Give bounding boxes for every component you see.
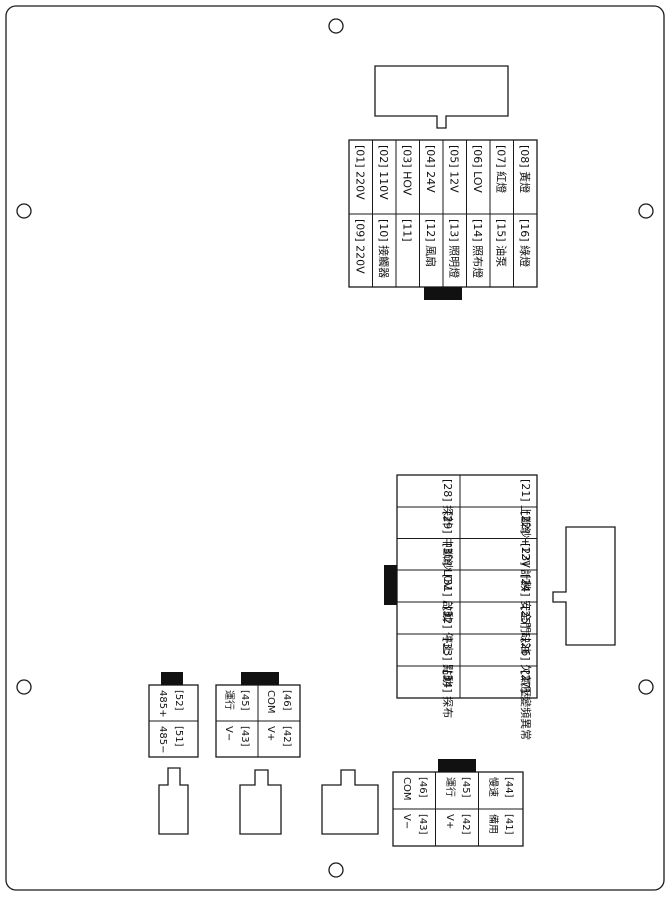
mounting-hole-left-lower [16, 679, 32, 695]
terminal-42b-name: V+ [444, 814, 455, 829]
terminal-03-label: [03] HOV [401, 145, 414, 196]
terminal-46-name: COM [265, 690, 276, 713]
connector-485-key-tab [161, 672, 183, 685]
terminal-31-label: [31] 啟動 [441, 574, 455, 622]
terminal-46b-num: [46] [417, 777, 428, 798]
socket-small-1 [158, 767, 189, 835]
connector-46-key-tab [241, 672, 279, 685]
terminal-45b-num: [45] [460, 777, 471, 798]
terminal-43b-name: V− [401, 814, 412, 829]
terminal-10-label: [10] 接觸器 [377, 219, 391, 278]
terminal-45-num: [45] [239, 690, 250, 711]
mounting-hole-right-lower [638, 679, 654, 695]
mounting-hole-left-upper [16, 203, 32, 219]
connector-44: [44] 慢速 [45] 運行 [46] COM [41] 備用 [42] V+… [392, 759, 524, 847]
terminal-45-name: 運行 [223, 690, 236, 710]
terminal-15-label: [15] 油泵 [495, 219, 509, 267]
terminal-44-name: 慢速 [487, 777, 499, 797]
terminal-44-num: [44] [503, 777, 514, 798]
connector-46: [46] COM [45] 運行 [42] V+ [43] V− [215, 672, 301, 758]
terminal-42-name: V+ [265, 726, 276, 741]
terminal-01-label: [01] 220V [354, 145, 367, 200]
connector-485: [52] 485+ [51] 485− [148, 672, 199, 758]
terminal-22-label: [22] +12V [519, 511, 532, 568]
mounting-hole-bottom [328, 862, 344, 878]
block-b-key-tab [384, 565, 397, 605]
top-socket-outline [374, 65, 509, 129]
terminal-51-name: 485− [157, 726, 168, 753]
right-socket-outline [552, 526, 616, 646]
terminal-04-label: [04] 24V [424, 145, 437, 193]
block-a-key-tab [424, 287, 462, 300]
terminal-42-num: [42] [281, 726, 292, 747]
terminal-11-label: [11] [401, 219, 414, 242]
terminal-08-label: [08] 黃燈 [518, 145, 532, 193]
terminal-52-name: 485+ [157, 690, 168, 717]
terminal-34-label: [34] 探布 [441, 670, 454, 718]
mounting-hole-right-upper [638, 203, 654, 219]
terminal-16-label: [16] 綠燈 [518, 219, 532, 267]
terminal-43b-num: [43] [417, 814, 428, 835]
terminal-25-label: [25] 缺油 [519, 606, 533, 654]
terminal-33-label: [33] 點動 [441, 638, 455, 686]
board-outline [5, 5, 665, 891]
terminal-46-num: [46] [281, 690, 292, 711]
terminal-12-label: [12] 風扇 [424, 219, 438, 267]
terminal-06-label: [06] LOV [471, 145, 484, 193]
terminal-29-label: [29] 中斷紗 [441, 511, 454, 570]
terminal-27-label: [27] 變頻異常 [519, 670, 533, 740]
socket-small-2 [239, 769, 282, 835]
terminal-05-label: [05] 12V [448, 145, 461, 193]
terminal-41-name: 備用 [487, 814, 500, 834]
terminal-45b-name: 運行 [444, 777, 457, 797]
terminal-46b-name: COM [401, 777, 412, 800]
terminal-07-label: [07] 紅燈 [495, 145, 509, 193]
mounting-hole-top [328, 18, 344, 34]
terminal-26-label: [26] 欠氣壓 [519, 638, 533, 697]
terminal-block-b: [21] 上斷紗 [22] +12V [23] 計數 [24] 安全門 [25]… [384, 474, 538, 740]
terminal-28-label: [28] 探針 [441, 479, 455, 527]
terminal-41-num: [41] [503, 814, 514, 835]
terminal-42b-num: [42] [460, 814, 471, 835]
socket-small-3 [321, 769, 379, 835]
terminal-43-num: [43] [239, 726, 250, 747]
terminal-02-label: [02] 110V [377, 145, 390, 200]
terminal-block-a: [08] 黃燈 [07] 紅燈 [06] LOV [05] 12V [04] 2… [348, 139, 538, 300]
terminal-43-name: V− [223, 726, 234, 741]
terminal-24-label: [24] 安全門 [519, 574, 533, 633]
terminal-52-num: [52] [173, 690, 184, 711]
connector-44-key-tab [438, 759, 476, 772]
terminal-13-label: [13] 照明燈 [448, 219, 462, 278]
terminal-51-num: [51] [173, 726, 184, 747]
terminal-23-label: [23] 計數 [519, 543, 533, 591]
terminal-21-label: [21] 上斷紗 [519, 479, 532, 538]
terminal-09-label: [09] 220V [354, 219, 367, 274]
terminal-14-label: [14] 照布燈 [471, 219, 485, 278]
terminal-30-label: [30] L0V [441, 543, 454, 590]
terminal-32-label: [32] 停止 [441, 606, 455, 654]
